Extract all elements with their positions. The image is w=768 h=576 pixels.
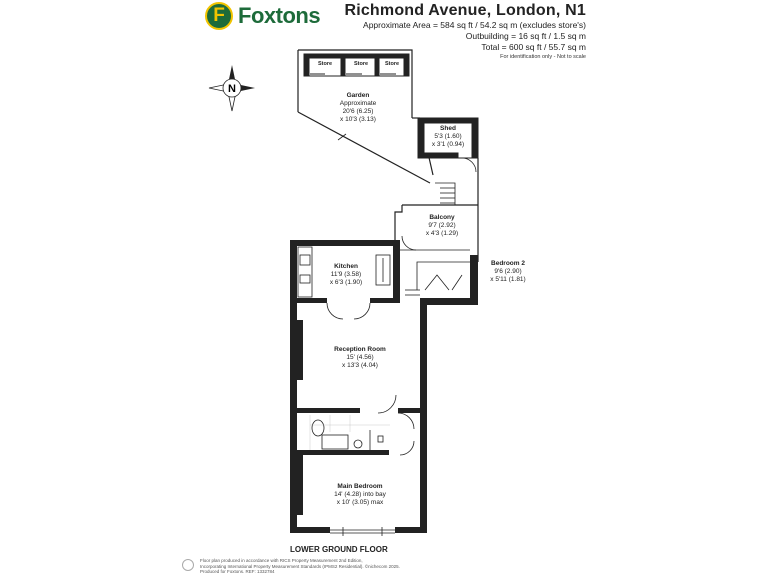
total-area: Total = 600 sq ft / 55.7 sq m	[481, 42, 586, 52]
room-dim: x 5'11 (1.81)	[490, 276, 526, 283]
logo-wordmark: Foxtons	[238, 3, 321, 28]
room-name: Garden	[346, 92, 370, 99]
room-dim: x 6'3 (1.90)	[329, 279, 363, 286]
room-name: Kitchen	[334, 263, 358, 270]
room-dim: 9'7 (2.92)	[428, 222, 456, 229]
room-dim: x 10' (3.05) max	[336, 499, 384, 506]
room-dim: 14' (4.28) into bay	[334, 491, 386, 498]
store-label-2: Store	[353, 61, 369, 67]
room-shed: Shed 5'3 (1.60) x 3'1 (0.94)	[424, 125, 472, 149]
property-title: Richmond Avenue, London, N1	[344, 2, 586, 19]
foxtons-logo: F Foxtons	[205, 2, 335, 30]
room-name: Balcony	[429, 214, 455, 221]
store-label-3: Store	[384, 61, 400, 67]
balcony	[394, 204, 479, 262]
room-dim: x 13'3 (4.04)	[342, 362, 378, 369]
store-row	[303, 53, 410, 77]
room-garden: Garden Approximate 20'6 (6.25) x 10'3 (3…	[318, 92, 398, 124]
footer-line: Floor plan produced in accordance with R…	[200, 558, 363, 563]
room-dim: 20'6 (6.25)	[342, 108, 374, 115]
room-name: Bedroom 2	[491, 260, 525, 267]
identification-note: For identification only - Not to scale	[500, 54, 586, 60]
floor-label: LOWER GROUND FLOOR	[290, 545, 388, 554]
main-walls	[290, 240, 478, 533]
bathroom-tiles	[309, 415, 390, 450]
room-dim: 15' (4.56)	[346, 354, 374, 361]
compass-rose-icon: N	[208, 65, 255, 112]
inner-lines	[297, 246, 470, 536]
room-bedroom-2: Bedroom 2 9'6 (2.90) x 5'11 (1.81)	[482, 260, 534, 284]
logo-emblem: F	[205, 2, 233, 30]
room-dim: 9'6 (2.90)	[494, 268, 522, 275]
compass-letter: N	[228, 83, 236, 95]
room-dim: 11'9 (3.58)	[330, 271, 362, 278]
room-dim: x 3'1 (0.94)	[431, 141, 465, 148]
shed-walls	[417, 117, 479, 173]
footer-disclaimer: Floor plan produced in accordance with R…	[200, 558, 460, 575]
room-dim: Approximate	[339, 100, 377, 107]
room-dim: x 4'3 (1.29)	[425, 230, 459, 237]
approx-area: Approximate Area = 584 sq ft / 54.2 sq m…	[363, 20, 586, 30]
footer-line: Incorporating International Property Mea…	[200, 563, 400, 569]
room-kitchen: Kitchen 11'9 (3.58) x 6'3 (1.90)	[318, 263, 374, 287]
room-name: Shed	[440, 125, 456, 132]
outbuilding-area: Outbuilding = 16 sq ft / 1.5 sq m	[465, 31, 586, 41]
room-main-bedroom: Main Bedroom 14' (4.28) into bay x 10' (…	[320, 483, 400, 507]
room-dim: x 10'3 (3.13)	[340, 116, 376, 123]
room-reception: Reception Room 15' (4.56) x 13'3 (4.04)	[322, 346, 398, 370]
room-balcony: Balcony 9'7 (2.92) x 4'3 (1.29)	[412, 214, 472, 238]
measurement-seal-icon	[182, 559, 194, 571]
property-header: Richmond Avenue, London, N1 Approximate …	[344, 2, 586, 60]
footer-line: Produced for Foxtons. REF: 1332784	[200, 569, 275, 574]
garden-steps	[435, 158, 479, 205]
store-label-1: Store	[317, 61, 333, 67]
room-name: Reception Room	[334, 346, 386, 353]
room-dim: 5'3 (1.60)	[434, 133, 462, 140]
room-name: Main Bedroom	[337, 483, 383, 490]
